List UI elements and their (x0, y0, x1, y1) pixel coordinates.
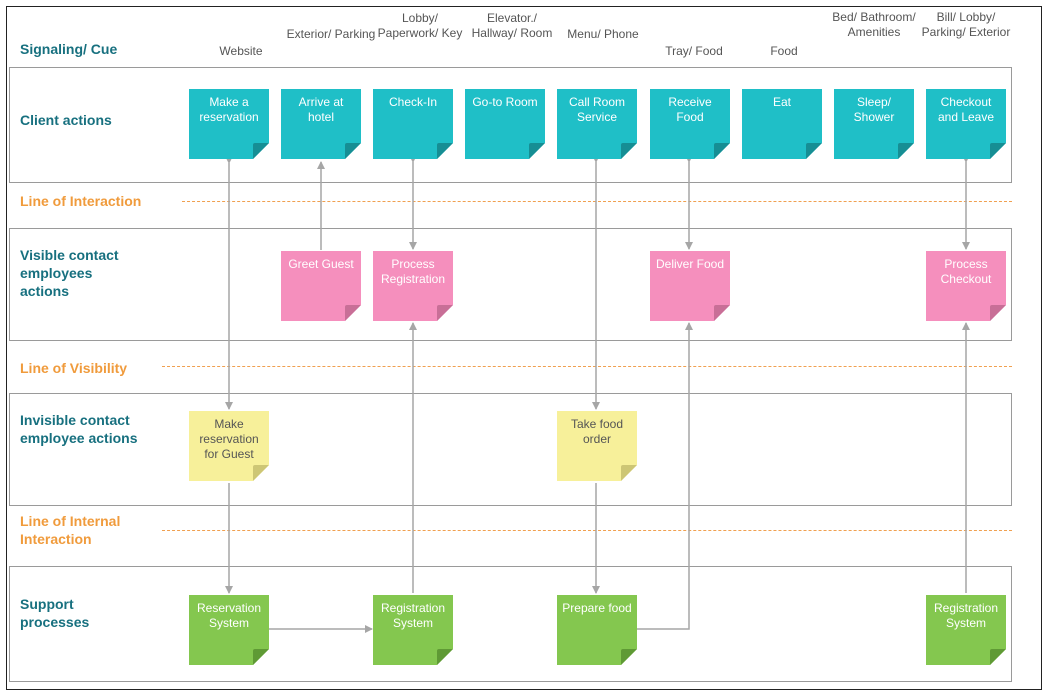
diagram-frame (6, 6, 1042, 690)
note-sleep-shower: Sleep/ Shower (834, 89, 914, 159)
note-receive-food: Receive Food (650, 89, 730, 159)
note-fold-icon (437, 143, 453, 159)
note-fold-icon (990, 143, 1006, 159)
cue-exterior-parking: Exterior/ Parking (286, 27, 376, 41)
cue-website: Website (219, 44, 263, 58)
note-text: Reservation System (196, 601, 262, 630)
note-make-reservation: Make a reservation (189, 89, 269, 159)
note-fold-icon (990, 649, 1006, 665)
note-fold-icon (437, 305, 453, 321)
arrow-prepare-to-deliver (636, 322, 693, 630)
note-fold-icon (621, 465, 637, 481)
cue-food: Food (770, 44, 798, 58)
note-reservation-system: Reservation System (189, 595, 269, 665)
note-make-reservation-for-guest: Make reservation for Guest (189, 411, 269, 481)
note-text: Checkout and Leave (937, 95, 995, 124)
note-call-room-service: Call Room Service (557, 89, 637, 159)
cue-bill-lobby-parking-exterior: Bill/ Lobby/ Parking/ Exterior (921, 10, 1011, 39)
line-of-visibility-label: Line of Visibility (20, 360, 128, 376)
note-text: Process Checkout (940, 257, 992, 286)
note-checkout-and-leave: Checkout and Leave (926, 89, 1006, 159)
note-fold-icon (621, 143, 637, 159)
lane-title-visible: Visible contact employees actions (20, 247, 119, 299)
note-fold-icon (621, 649, 637, 665)
note-fold-icon (253, 649, 269, 665)
note-fold-icon (345, 143, 361, 159)
note-take-food-order: Take food order (557, 411, 637, 481)
note-fold-icon (714, 305, 730, 321)
note-text: Check-In (388, 95, 438, 109)
note-text: Sleep/ Shower (853, 95, 895, 124)
note-text: Registration System (933, 601, 999, 630)
note-eat: Eat (742, 89, 822, 159)
note-text: Eat (772, 95, 791, 109)
lane-title-invisible: Invisible contact employee actions (20, 412, 138, 446)
note-go-to-room: Go-to Room (465, 89, 545, 159)
note-process-registration: Process Registration (373, 251, 453, 321)
cue-lobby-paperwork-key: Lobby/ Paperwork/ Key (377, 11, 463, 40)
note-text: Take food order (570, 417, 624, 446)
note-text: Process Registration (380, 257, 446, 286)
lane-title-client: Client actions (20, 112, 112, 128)
note-text: Receive Food (668, 95, 712, 124)
note-fold-icon (437, 649, 453, 665)
line-of-internal-interaction-label: Line of Internal Interaction (20, 513, 121, 547)
note-registration-system: Registration System (373, 595, 453, 665)
note-text: Registration System (380, 601, 446, 630)
line-of-interaction-label: Line of Interaction (20, 193, 142, 209)
note-fold-icon (529, 143, 545, 159)
cue-tray-food: Tray/ Food (665, 44, 723, 58)
note-fold-icon (253, 143, 269, 159)
line-of-visibility (162, 366, 1012, 367)
note-greet-guest: Greet Guest (281, 251, 361, 321)
cue-menu-phone: Menu/ Phone (567, 27, 639, 41)
note-text: Go-to Room (472, 95, 538, 109)
line-of-internal-interaction (162, 530, 1012, 531)
note-arrive-at-hotel: Arrive at hotel (281, 89, 361, 159)
note-text: Call Room Service (568, 95, 625, 124)
cue-bed-bathroom-amenities: Bed/ Bathroom/ Amenities (832, 10, 916, 39)
note-text: Greet Guest (288, 257, 354, 271)
note-fold-icon (714, 143, 730, 159)
lane-support-processes (9, 566, 1012, 682)
note-fold-icon (990, 305, 1006, 321)
note-text: Arrive at hotel (298, 95, 344, 124)
lane-visible-actions (9, 228, 1012, 341)
cue-elevator-hallway-room: Elevator./ Hallway/ Room (471, 11, 553, 40)
note-process-checkout: Process Checkout (926, 251, 1006, 321)
note-fold-icon (898, 143, 914, 159)
note-text: Make reservation for Guest (199, 417, 259, 461)
lane-title-support: Support processes (20, 596, 90, 630)
note-text: Deliver Food (655, 257, 725, 271)
note-fold-icon (806, 143, 822, 159)
note-fold-icon (345, 305, 361, 321)
cue-heading: Signaling/ Cue (20, 41, 118, 57)
note-text: Make a reservation (199, 95, 259, 124)
note-fold-icon (253, 465, 269, 481)
note-prepare-food: Prepare food (557, 595, 637, 665)
note-registration-system-checkout: Registration System (926, 595, 1006, 665)
note-deliver-food: Deliver Food (650, 251, 730, 321)
note-check-in: Check-In (373, 89, 453, 159)
lane-invisible-actions (9, 393, 1012, 506)
note-text: Prepare food (562, 601, 632, 615)
